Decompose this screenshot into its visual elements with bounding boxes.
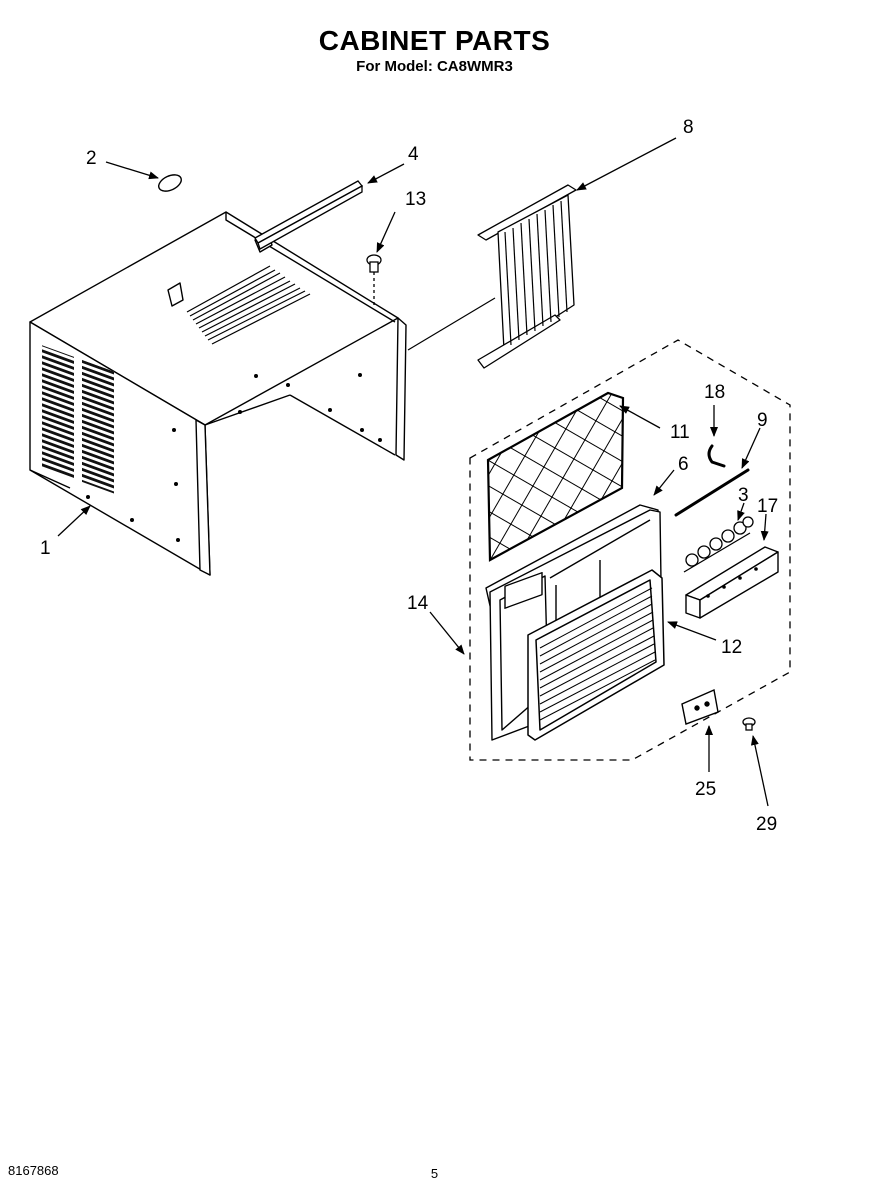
page-number: 5 xyxy=(430,1166,439,1181)
part-8-divider-panel xyxy=(407,184,577,369)
part-25-pad xyxy=(681,689,719,725)
part-13-screw xyxy=(366,254,382,305)
callout-11: 11 xyxy=(670,422,690,443)
callout-13: 13 xyxy=(405,189,426,210)
callout-4: 4 xyxy=(408,144,419,165)
part-3-louver-clips xyxy=(683,516,754,573)
part-2-plug xyxy=(158,174,182,192)
part-17-bracket xyxy=(685,546,779,619)
page-title: CABINET PARTS xyxy=(318,25,551,56)
callout-14: 14 xyxy=(407,593,429,614)
part-11-filter xyxy=(486,391,625,562)
document-number: 8167868 xyxy=(8,1163,59,1178)
part-14-group-outline xyxy=(469,339,791,761)
part-4-rail xyxy=(254,180,363,250)
callout-9: 9 xyxy=(757,410,768,431)
callout-3: 3 xyxy=(738,485,749,506)
callout-25: 25 xyxy=(695,779,716,800)
callout-18: 18 xyxy=(704,382,725,403)
model-subtitle: For Model: CA8WMR3 xyxy=(356,58,513,75)
callout-17: 17 xyxy=(757,496,778,517)
part-12-front-grille xyxy=(527,569,665,741)
callout-2: 2 xyxy=(86,148,97,169)
callout-8: 8 xyxy=(683,117,694,138)
callout-12: 12 xyxy=(721,637,742,658)
part-18-clip xyxy=(707,444,726,468)
callout-6: 6 xyxy=(678,454,689,475)
cabinet-shell xyxy=(29,211,407,576)
callout-1: 1 xyxy=(40,538,51,559)
callout-29: 29 xyxy=(756,814,777,835)
part-29-screw xyxy=(742,717,756,731)
part-9-rod xyxy=(674,468,750,517)
leader-arrows xyxy=(57,137,769,807)
